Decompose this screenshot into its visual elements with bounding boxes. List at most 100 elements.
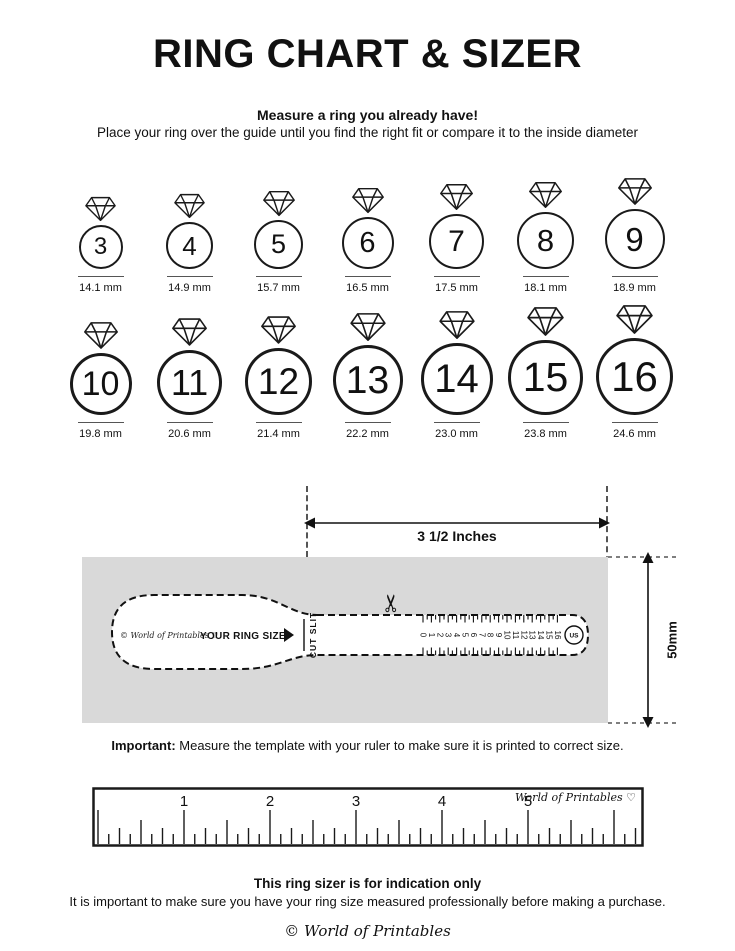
- svg-text:2: 2: [266, 793, 274, 810]
- ring-size-circle: 4: [166, 222, 213, 269]
- ring-diameter-label: 22.2 mm: [346, 428, 389, 440]
- divider-line: [611, 422, 658, 423]
- footer-bold-line: This ring sizer is for indication only: [253, 876, 482, 891]
- ruler-ticks: [97, 810, 637, 844]
- svg-text:11: 11: [511, 631, 520, 640]
- svg-text:12: 12: [519, 631, 528, 640]
- ring-size-item: 7 17.5 mm: [415, 183, 499, 294]
- ring-size-circle: 12: [245, 348, 312, 415]
- svg-text:16: 16: [553, 631, 562, 640]
- ring-size-circle: 13: [332, 345, 403, 415]
- ring-diameter-label: 21.4 mm: [257, 428, 300, 440]
- divider-line: [344, 422, 391, 423]
- divider-line: [611, 276, 658, 277]
- svg-text:4: 4: [438, 793, 446, 810]
- diamond-icon: [528, 181, 563, 214]
- svg-text:15: 15: [545, 631, 554, 640]
- diamond-icon: [171, 317, 208, 352]
- height-measurement-label: 50mm: [665, 621, 680, 659]
- us-badge-circle: [564, 625, 584, 645]
- svg-text:9: 9: [494, 633, 503, 638]
- ring-size-circle: 16: [596, 338, 673, 415]
- svg-text:8: 8: [486, 633, 495, 638]
- width-arrow: [304, 517, 610, 529]
- ring-diameter-label: 15.7 mm: [257, 282, 300, 294]
- diamond-icon: [84, 196, 117, 227]
- divider-line: [344, 276, 391, 277]
- width-measurement-label: 3 1/2 Inches: [417, 528, 497, 544]
- diamond-icon: [262, 190, 296, 222]
- ring-size-circle: 15: [508, 340, 583, 415]
- svg-text:3: 3: [352, 793, 360, 810]
- ring-size-item: 4 14.9 mm: [148, 193, 232, 294]
- ring-diameter-label: 24.6 mm: [613, 428, 656, 440]
- ring-size-circle: 9: [604, 209, 665, 269]
- ring-size-item: 9 18.9 mm: [593, 177, 677, 294]
- svg-text:7: 7: [477, 633, 486, 638]
- ring-diameter-label: 18.9 mm: [613, 282, 656, 294]
- divider-line: [166, 422, 213, 423]
- divider-line: [522, 276, 569, 277]
- diamond-icon: [349, 312, 387, 347]
- important-text: Measure the template with your ruler to …: [175, 738, 624, 753]
- ring-diameter-label: 14.1 mm: [79, 282, 122, 294]
- ring-size-circle: 3: [78, 225, 123, 269]
- pointer-triangle-icon: [284, 628, 294, 642]
- svg-text:2: 2: [435, 633, 444, 638]
- important-note: Important: Measure the template with you…: [0, 738, 735, 753]
- svg-text:3: 3: [444, 633, 453, 638]
- ring-diameter-label: 18.1 mm: [524, 282, 567, 294]
- svg-text:14: 14: [536, 631, 545, 640]
- sizer-template-area: © World of Printables ♡ YOUR RING SIZE C…: [82, 557, 608, 723]
- svg-text:13: 13: [528, 631, 537, 640]
- divider-line: [166, 276, 213, 277]
- ring-diameter-label: 14.9 mm: [168, 282, 211, 294]
- ring-size-circle: 14: [420, 343, 493, 415]
- ring-diameter-label: 19.8 mm: [79, 428, 122, 440]
- ring-diameter-label: 23.0 mm: [435, 428, 478, 440]
- divider-line: [433, 276, 480, 277]
- divider-line: [77, 422, 124, 423]
- sizer-strap: © World of Printables ♡ YOUR RING SIZE C…: [110, 593, 590, 670]
- diamond-icon: [439, 183, 474, 216]
- ring-diameter-label: 23.8 mm: [524, 428, 567, 440]
- diamond-icon: [351, 187, 385, 219]
- height-arrow: 50mm: [608, 552, 680, 728]
- ring-diameter-label: 17.5 mm: [435, 282, 478, 294]
- diamond-icon: [173, 193, 206, 224]
- scissors-icon: ✂: [379, 593, 406, 613]
- ring-size-circle: 11: [157, 350, 222, 415]
- ring-size-circle: 8: [517, 212, 574, 269]
- ring-size-item: 14 23.0 mm: [415, 310, 499, 440]
- footer-copyright: © World of Printables: [284, 922, 451, 940]
- diamond-icon: [438, 310, 476, 345]
- page-title: RING CHART & SIZER: [153, 32, 582, 76]
- ring-row-1: 3 14.1 mm 4 14.9 mm 5 15.7 mm 6 16.5 mm 7 17.5 mm…: [0, 166, 735, 294]
- ring-size-circle: 6: [341, 217, 394, 269]
- instruction-text: Place your ring over the guide until you…: [96, 125, 639, 140]
- ring-size-item: 3 14.1 mm: [59, 196, 143, 294]
- ring-size-item: 12 21.4 mm: [237, 315, 321, 440]
- divider-line: [255, 276, 302, 277]
- your-ring-size-label: YOUR RING SIZE: [200, 631, 286, 642]
- svg-text:1: 1: [180, 793, 188, 810]
- svg-text:4: 4: [452, 633, 461, 638]
- svg-text:0: 0: [419, 633, 428, 638]
- svg-text:5: 5: [524, 793, 532, 810]
- ring-size-item: 8 18.1 mm: [504, 181, 588, 294]
- ring-diameter-label: 16.5 mm: [346, 282, 389, 294]
- ring-size-circle: 7: [429, 214, 484, 269]
- diamond-icon: [83, 321, 119, 355]
- svg-text:1: 1: [427, 633, 436, 638]
- diamond-icon: [617, 177, 653, 211]
- diamond-icon: [526, 306, 565, 342]
- ring-size-circle: 5: [254, 220, 303, 269]
- ruler-numbers: 1 2 3 4 5: [180, 793, 532, 810]
- important-label: Important:: [111, 738, 176, 753]
- ring-size-item: 15 23.8 mm: [504, 306, 588, 440]
